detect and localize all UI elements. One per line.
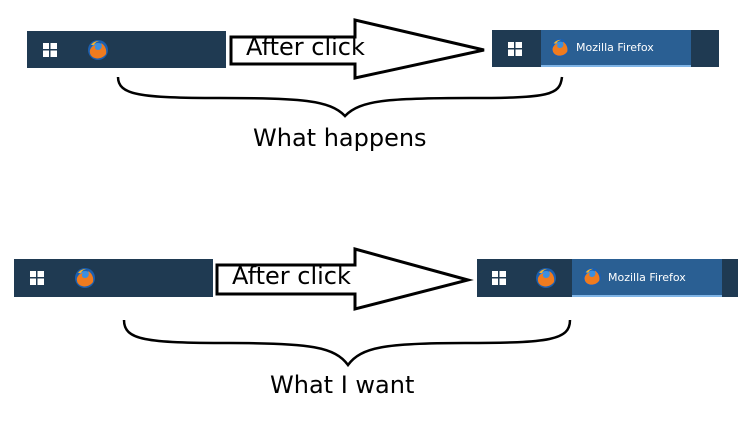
firefox-icon xyxy=(88,39,108,60)
firefox-taskbar-button[interactable] xyxy=(83,31,113,68)
start-button[interactable] xyxy=(492,30,538,67)
start-button[interactable] xyxy=(14,259,60,297)
windows-start-icon xyxy=(30,271,44,285)
active-app-label: Mozilla Firefox xyxy=(608,270,686,284)
firefox-icon xyxy=(582,267,602,287)
arrow-label-1: After click xyxy=(246,33,365,61)
firefox-icon xyxy=(550,38,570,57)
firefox-active-window-button[interactable]: Mozilla Firefox xyxy=(541,30,691,67)
start-button[interactable] xyxy=(27,31,73,68)
caption-what-happens: What happens xyxy=(253,124,427,152)
taskbar-before-2 xyxy=(14,259,213,297)
caption-what-i-want: What I want xyxy=(270,371,415,399)
firefox-icon xyxy=(536,268,556,288)
start-button[interactable] xyxy=(477,259,521,297)
taskbar-before-1 xyxy=(27,31,226,68)
taskbar-after-2: Mozilla Firefox xyxy=(477,259,738,297)
arrow-1 xyxy=(229,18,485,80)
windows-start-icon xyxy=(508,41,522,56)
firefox-taskbar-button[interactable] xyxy=(531,259,561,297)
arrow-2 xyxy=(215,247,474,311)
firefox-icon xyxy=(75,268,95,288)
active-app-label: Mozilla Firefox xyxy=(576,41,654,54)
firefox-active-window-button[interactable]: Mozilla Firefox xyxy=(572,259,722,297)
brace-2 xyxy=(122,319,572,368)
windows-start-icon xyxy=(43,42,57,57)
taskbar-after-1: Mozilla Firefox xyxy=(492,30,719,67)
firefox-taskbar-button[interactable] xyxy=(70,259,100,297)
brace-1 xyxy=(116,76,564,118)
arrow-label-2: After click xyxy=(232,262,351,290)
windows-start-icon xyxy=(492,271,506,285)
